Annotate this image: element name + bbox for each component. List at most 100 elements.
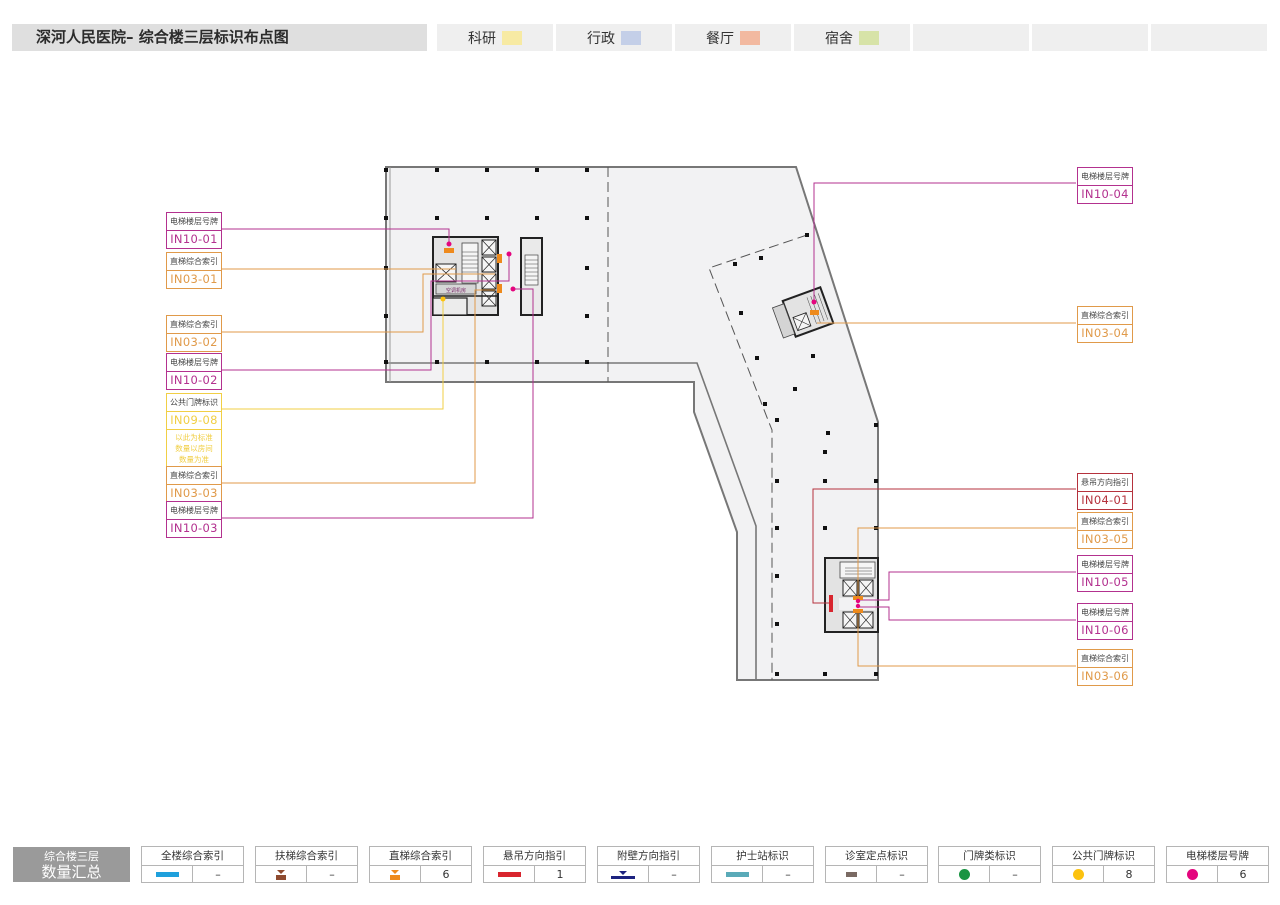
- elevator-sign-marker: [446, 241, 452, 247]
- summary-title: 数量汇总: [41, 863, 102, 881]
- elevator-sign-marker: [811, 299, 817, 305]
- callout-code: IN03-04: [1081, 326, 1129, 340]
- columns: [384, 168, 878, 676]
- column: [811, 354, 815, 358]
- legend-item: 门牌类标识–: [938, 846, 1041, 883]
- legend-icon-cell: [484, 866, 535, 883]
- legend-count: –: [1012, 868, 1018, 881]
- elevator-sign-marker: [855, 598, 861, 604]
- column: [384, 216, 388, 220]
- callout-type: 电梯楼层号牌: [167, 502, 221, 520]
- callout-code: IN03-06: [1081, 669, 1129, 683]
- column: [384, 360, 388, 364]
- callout-code: IN03-01: [170, 272, 218, 286]
- category-swatch: [859, 30, 879, 45]
- column: [485, 168, 489, 172]
- elevator-sign-marker: [506, 251, 512, 257]
- legend-count: 8: [1125, 868, 1133, 881]
- note-line: 以此为标准: [175, 433, 213, 442]
- legend-count: 6: [1239, 868, 1247, 881]
- column: [775, 479, 779, 483]
- column: [874, 479, 878, 483]
- elevator-index-marker: [853, 596, 863, 600]
- column: [384, 314, 388, 318]
- elevator-index-marker: [853, 609, 863, 613]
- dot-icon: [1072, 869, 1084, 880]
- bar-icon: [725, 872, 749, 877]
- leader-IN03-05: [857, 527, 1076, 597]
- column: [739, 311, 743, 315]
- category-swatch: [621, 30, 641, 45]
- column: [759, 256, 763, 260]
- category-canteen: 餐厅: [675, 24, 791, 51]
- column: [435, 360, 439, 364]
- callout-code: IN03-03: [170, 486, 218, 500]
- column: [535, 360, 539, 364]
- bar-icon: [497, 872, 521, 877]
- column: [826, 431, 830, 435]
- elevator-index-marker: [810, 310, 819, 315]
- callout-type: 电梯楼层号牌: [1078, 168, 1132, 186]
- legend-count: 6: [442, 868, 450, 881]
- legend-item: 电梯楼层号牌 6: [1166, 846, 1269, 883]
- core-west: 空调机房: [432, 236, 499, 316]
- zone-boundary: [708, 234, 808, 680]
- callout-note: 以此为标准数量以房间数量为准: [167, 429, 221, 468]
- column: [384, 266, 388, 270]
- leader-IN09-08: [222, 299, 444, 410]
- callout-code: IN10-01: [170, 232, 218, 246]
- callout-type: 直梯综合索引: [167, 253, 221, 271]
- legend-count: –: [785, 868, 791, 881]
- category-empty: [913, 24, 1029, 51]
- category-empty: [1032, 24, 1148, 51]
- callout-type: 直梯综合索引: [1078, 307, 1132, 325]
- legend-count: 1: [556, 868, 564, 881]
- category-research: 科研: [437, 24, 553, 51]
- legend-icon-cell: [712, 866, 763, 883]
- elevator-sign-marker: [855, 603, 861, 609]
- legend-label: 护士站标识: [712, 847, 813, 866]
- bar-icon: [155, 872, 179, 877]
- legend-count: –: [329, 868, 335, 881]
- category-swatch: [502, 30, 522, 45]
- callout-type: 公共门牌标识: [167, 394, 221, 412]
- sign-icon: [276, 869, 286, 880]
- legend-label: 全楼综合索引: [142, 847, 243, 866]
- column: [585, 168, 589, 172]
- column: [485, 216, 489, 220]
- legend-item: 诊室定点标识–: [825, 846, 928, 883]
- column: [823, 672, 827, 676]
- column: [585, 314, 589, 318]
- category-dorm: 宿舍: [794, 24, 910, 51]
- legend-count: –: [671, 868, 677, 881]
- category-label: 餐厅: [706, 30, 734, 47]
- legend-label: 附壁方向指引: [598, 847, 699, 866]
- callout-code: IN09-08: [170, 413, 218, 427]
- callout-type: 悬吊方向指引: [1078, 474, 1132, 492]
- column: [535, 168, 539, 172]
- wall-sign-icon: [611, 870, 635, 879]
- legend-label: 电梯楼层号牌: [1167, 847, 1268, 866]
- leader-IN04-01: [812, 488, 1076, 604]
- column: [585, 216, 589, 220]
- summary-header: 综合楼三层 数量汇总: [13, 847, 130, 882]
- column: [384, 168, 388, 172]
- column: [874, 423, 878, 427]
- column: [435, 216, 439, 220]
- column: [775, 418, 779, 422]
- category-label: 行政: [587, 30, 615, 47]
- leader-IN03-02: [222, 273, 495, 333]
- column: [763, 402, 767, 406]
- column: [733, 262, 737, 266]
- leader-lines: [222, 182, 1076, 667]
- legend-item: 护士站标识 –: [711, 846, 814, 883]
